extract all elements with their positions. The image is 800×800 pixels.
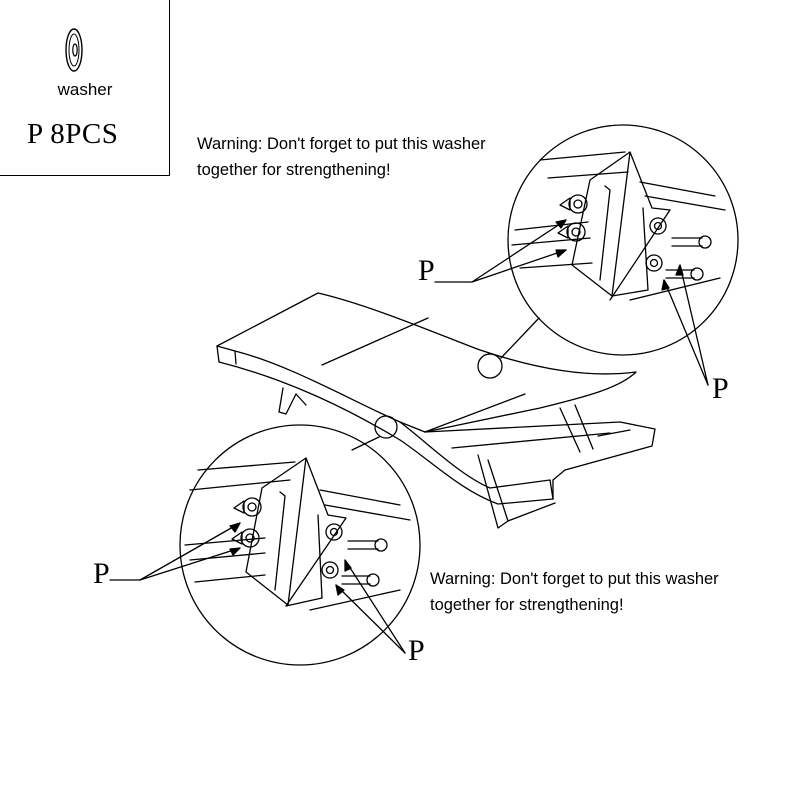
detail-circle-top — [434, 124, 739, 386]
warning-top: Warning: Don't forget to put this washer… — [197, 131, 486, 183]
callout-bottom-left: P — [93, 557, 110, 590]
part-quantity-label: P 8PCS — [27, 118, 119, 150]
callout-top-left: P — [418, 254, 435, 287]
part-name-label: washer — [57, 80, 113, 99]
detail-circle-bottom — [109, 424, 421, 666]
lounge-chair — [216, 292, 656, 529]
warning-bottom: Warning: Don't forget to put this washer… — [430, 566, 719, 618]
callout-top-right: P — [712, 372, 729, 405]
washer-icon — [65, 28, 83, 72]
callout-bottom-right: P — [408, 634, 425, 667]
parts-legend-box: washer P 8PCS — [0, 0, 170, 176]
warning-top-line1: Warning: Don't forget to put this washer — [197, 135, 486, 153]
warning-bottom-line1: Warning: Don't forget to put this washer — [430, 570, 719, 588]
warning-bottom-line2: together for strengthening! — [430, 596, 624, 614]
warning-top-line2: together for strengthening! — [197, 161, 391, 179]
